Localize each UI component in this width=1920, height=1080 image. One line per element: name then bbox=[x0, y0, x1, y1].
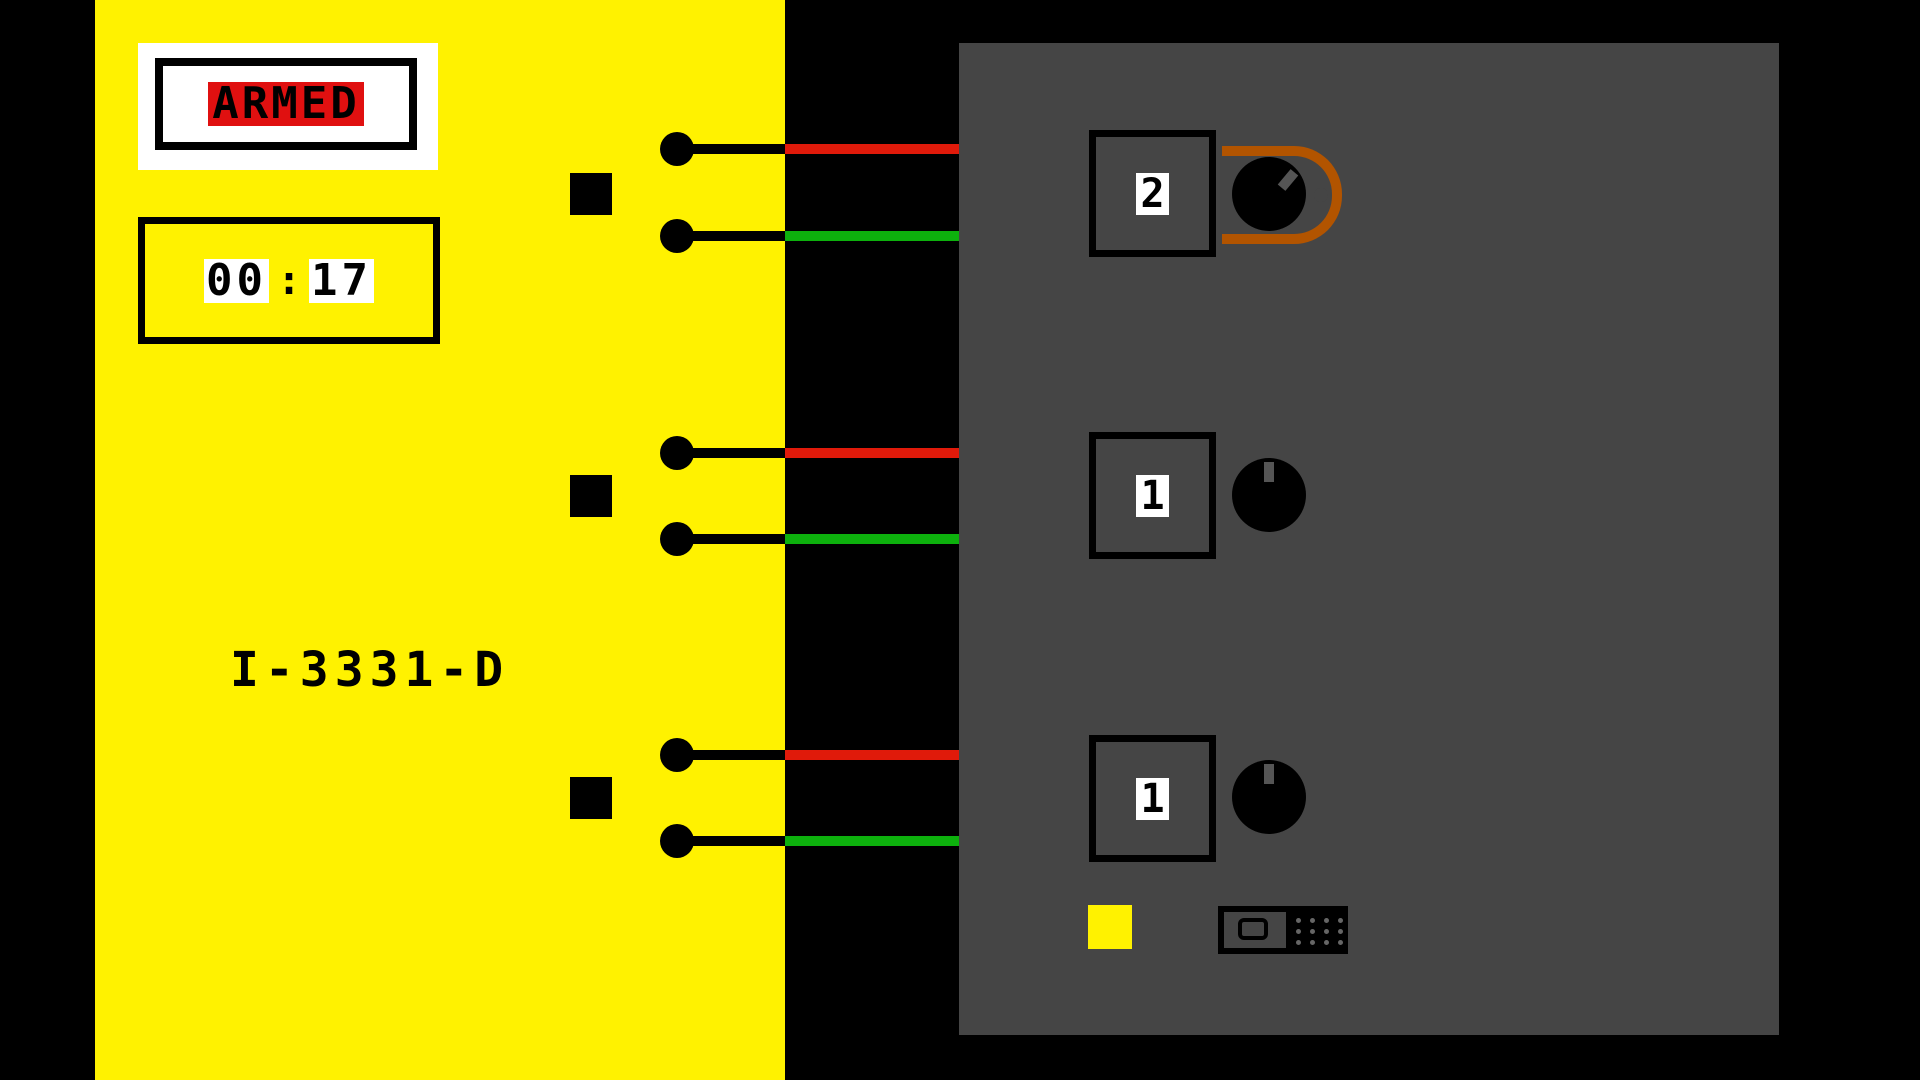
indicator-light bbox=[1088, 905, 1132, 949]
wire-stub-green-2 bbox=[690, 534, 785, 544]
wire-stub-green-1 bbox=[690, 231, 785, 241]
battery-dot bbox=[1296, 940, 1301, 945]
timer-seconds: 17 bbox=[309, 254, 375, 306]
battery-dot bbox=[1324, 929, 1329, 934]
battery-dot bbox=[1338, 918, 1343, 923]
wire-stub-green-3 bbox=[690, 836, 785, 846]
module-3[interactable]: 1 bbox=[1089, 735, 1216, 862]
knob-indicator-3 bbox=[1264, 764, 1274, 784]
battery-dot bbox=[1324, 918, 1329, 923]
module-panel bbox=[959, 43, 1779, 1035]
battery-dot bbox=[1296, 918, 1301, 923]
red-wire-1[interactable] bbox=[785, 144, 959, 154]
knob-indicator-2 bbox=[1264, 462, 1274, 482]
status-badge: ARMED bbox=[208, 82, 364, 126]
status-frame: ARMED bbox=[155, 58, 417, 150]
wire-stub-red-2 bbox=[690, 448, 785, 458]
padlock-icon bbox=[1222, 146, 1342, 244]
wire-stub-red-1 bbox=[690, 144, 785, 154]
wire-dot-green-1[interactable] bbox=[660, 219, 694, 253]
module-1[interactable]: 2 bbox=[1089, 130, 1216, 257]
module-number: 1 bbox=[1136, 777, 1169, 820]
serial-number: I-3331-D bbox=[230, 642, 510, 698]
battery-dot bbox=[1310, 929, 1315, 934]
red-wire-2[interactable] bbox=[785, 448, 959, 458]
timer-separator: : bbox=[276, 257, 302, 304]
padlock-keyhole-icon bbox=[1314, 188, 1328, 202]
module-2[interactable]: 1 bbox=[1089, 432, 1216, 559]
wire-dot-green-3[interactable] bbox=[660, 824, 694, 858]
battery-dot bbox=[1310, 940, 1315, 945]
battery-terminal-icon bbox=[1238, 918, 1268, 940]
battery-dot bbox=[1338, 929, 1343, 934]
wire-terminal-pad-1 bbox=[570, 173, 612, 215]
wire-dot-red-3[interactable] bbox=[660, 738, 694, 772]
module-number: 1 bbox=[1136, 474, 1169, 517]
wire-dot-green-2[interactable] bbox=[660, 522, 694, 556]
red-wire-3[interactable] bbox=[785, 750, 959, 760]
battery-dot bbox=[1338, 940, 1343, 945]
battery-dot bbox=[1310, 918, 1315, 923]
wire-terminal-pad-3 bbox=[570, 777, 612, 819]
wire-stub-red-3 bbox=[690, 750, 785, 760]
green-wire-1[interactable] bbox=[785, 231, 959, 241]
battery-dot bbox=[1296, 929, 1301, 934]
wire-terminal-pad-2 bbox=[570, 475, 612, 517]
module-number: 2 bbox=[1136, 172, 1169, 215]
knob-dial-icon-1[interactable] bbox=[1232, 157, 1306, 231]
battery-dot bbox=[1324, 940, 1329, 945]
green-wire-2[interactable] bbox=[785, 534, 959, 544]
wire-dot-red-1[interactable] bbox=[660, 132, 694, 166]
countdown-timer: 00 : 17 bbox=[138, 217, 440, 344]
timer-minutes: 00 bbox=[203, 254, 269, 306]
wire-dot-red-2[interactable] bbox=[660, 436, 694, 470]
green-wire-3[interactable] bbox=[785, 836, 959, 846]
